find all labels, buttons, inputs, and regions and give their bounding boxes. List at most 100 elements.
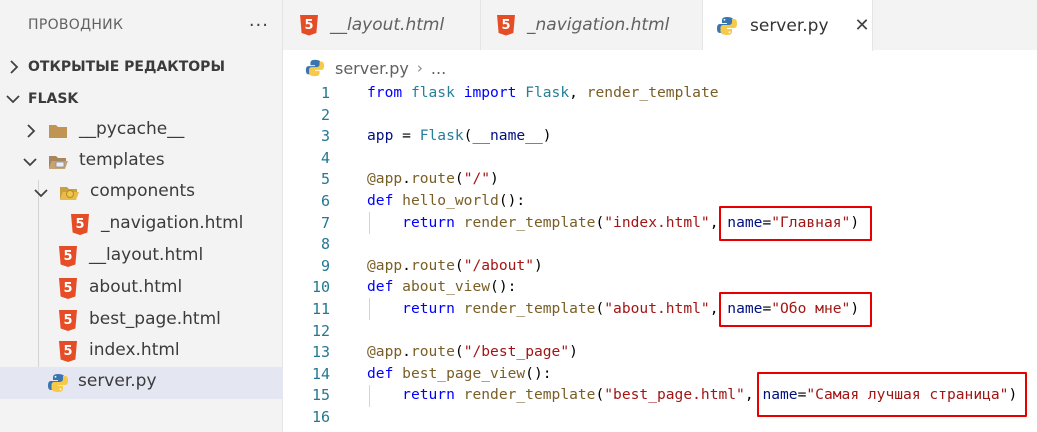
highlight-box [757, 372, 1027, 417]
indent-guide [369, 298, 370, 320]
code-token: best_page_view [402, 364, 526, 382]
code-token: "/best_page" [463, 343, 570, 361]
code-line-13: @app.route("/best_page") [367, 341, 578, 363]
editor-tab-bar: 5 __layout.html 5 _navigation.html serve… [283, 0, 1037, 51]
project-label: FLASK [28, 91, 79, 107]
tree-item-index-html[interactable]: 5 index.html [0, 336, 283, 367]
code-token: "Обо мне" [771, 300, 851, 317]
tab-label: __layout.html [330, 15, 445, 35]
breadcrumb-separator: › [416, 59, 423, 77]
code-token: name [727, 213, 763, 231]
code-line-1: from flask import Flask, render_template [367, 82, 719, 104]
python-icon [305, 58, 325, 78]
tree-item-components[interactable]: components [0, 177, 283, 208]
tab-navigation-html[interactable]: 5 _navigation.html [481, 0, 703, 50]
code-token: render_template [586, 84, 719, 101]
code-token: . [402, 343, 411, 361]
tree-item-label: __layout.html [89, 245, 204, 265]
code-token: , [744, 386, 763, 404]
code-token: "Самая лучшая страница" [806, 386, 1009, 404]
line-number: 10 [311, 278, 330, 297]
code-editor[interactable]: 1 2 3 4 5 6 7 8 9 10 11 12 13 14 15 16 f… [283, 82, 1037, 432]
tree-item-templates[interactable]: templates [0, 146, 283, 177]
line-number: 14 [311, 364, 330, 383]
chevron-right-icon [23, 123, 39, 139]
code-token: . [402, 256, 411, 274]
code-token: @app [367, 343, 403, 361]
project-section[interactable]: FLASK [0, 83, 283, 115]
code-line-15: return render_template("best_page.html",… [367, 384, 1017, 406]
code-token: ( [595, 213, 605, 231]
code-token: about_view [402, 278, 491, 296]
code-token: ) [533, 256, 543, 274]
breadcrumb-file[interactable]: server.py [335, 58, 409, 78]
code-token: name [762, 386, 798, 404]
indent-guide [38, 180, 39, 368]
code-token: = [762, 213, 772, 231]
tree-item-layout-html[interactable]: 5 __layout.html [0, 241, 283, 272]
code-token: ( [463, 127, 473, 145]
code-line-14: def best_page_view(): [367, 363, 552, 385]
code-token: (): [525, 364, 552, 382]
html5-icon: 5 [59, 341, 81, 363]
tree-item-about-html[interactable]: 5 about.html [0, 273, 283, 304]
code-token: @app [367, 170, 403, 188]
tab-label: server.py [750, 15, 829, 36]
code-token: route [410, 170, 455, 188]
code-token: render_template [463, 386, 596, 404]
code-token: Flask [419, 127, 464, 145]
line-number: 1 [320, 84, 330, 102]
highlight-box [719, 206, 872, 241]
tree-item-navigation-html[interactable]: 5 _navigation.html [0, 209, 283, 240]
breadcrumb-more[interactable]: ... [430, 58, 447, 78]
tree-item-pycache[interactable]: __pycache__ [0, 115, 283, 146]
tab-layout-html[interactable]: 5 __layout.html [283, 0, 481, 50]
code-line-7: return render_template("index.html", nam… [367, 212, 859, 234]
folder-open-icon [47, 151, 69, 173]
chevron-right-icon [6, 59, 22, 75]
code-token: route [410, 256, 455, 274]
code-token: flask [410, 84, 455, 101]
code-token: , [709, 300, 728, 317]
code-token: def [367, 192, 394, 209]
line-number: 7 [320, 213, 330, 232]
folder-open-icon [58, 182, 80, 204]
code-token: import [463, 84, 517, 101]
code-line-5: @app.route("/") [367, 168, 499, 190]
chevron-down-icon [5, 91, 21, 107]
breadcrumb: server.py › ... [305, 56, 446, 80]
more-actions-icon[interactable]: ··· [248, 14, 269, 36]
code-token: (): [498, 192, 526, 209]
tree-item-label: _navigation.html [101, 213, 244, 233]
code-token: def [367, 278, 394, 296]
tree-item-best-page-html[interactable]: 5 best_page.html [0, 305, 283, 336]
html5-icon: 5 [300, 14, 318, 36]
code-token: ( [454, 343, 464, 361]
code-token: return [402, 300, 455, 317]
code-token: render_template [463, 213, 596, 231]
python-icon [716, 15, 738, 37]
line-number: 8 [320, 235, 330, 254]
highlight-box [719, 292, 872, 327]
tab-server-py[interactable]: server.py ✕ [703, 0, 873, 51]
line-number: 13 [311, 343, 330, 362]
code-line-10: def about_view(): [367, 276, 516, 298]
line-number: 15 [311, 386, 330, 405]
code-token: = [797, 386, 807, 404]
line-number: 9 [320, 256, 330, 275]
code-token: app [367, 127, 394, 145]
open-editors-section[interactable]: ОТКРЫТЫЕ РЕДАКТОРЫ [0, 51, 283, 83]
code-token: ) [569, 343, 578, 361]
code-token: ) [490, 170, 499, 188]
code-token: ( [595, 386, 605, 404]
tree-item-label: best_page.html [89, 309, 221, 329]
code-token: , [709, 213, 728, 231]
html5-icon: 5 [59, 310, 81, 332]
code-token: "about.html" [604, 300, 710, 317]
close-icon[interactable]: ✕ [854, 15, 870, 36]
python-icon [47, 372, 69, 394]
code-token: (): [490, 278, 517, 296]
html5-icon: 5 [59, 246, 81, 268]
tree-item-server-py[interactable]: server.py [0, 367, 283, 399]
html5-icon: 5 [71, 214, 93, 236]
